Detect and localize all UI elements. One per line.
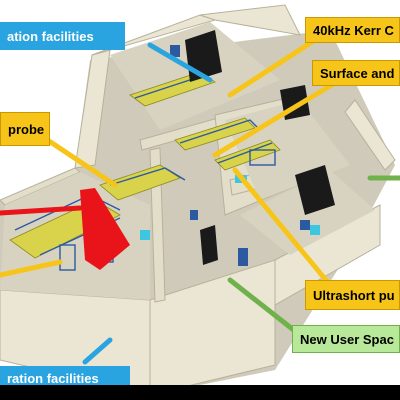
arrow-icon xyxy=(227,277,303,338)
red-curtain xyxy=(80,188,130,270)
callout-arrows xyxy=(0,37,400,365)
arrow-icon xyxy=(232,167,333,288)
arrow-icon xyxy=(37,132,118,188)
label-probe: probe xyxy=(0,112,50,146)
label-top-left-facilities: ation facilities xyxy=(0,22,125,50)
bottom-black-bar xyxy=(0,385,400,400)
arrow-icon xyxy=(147,42,213,83)
label-ultrashort: Ultrashort pu xyxy=(305,280,400,310)
label-surface: Surface and xyxy=(312,60,400,86)
arrow-icon xyxy=(227,37,318,98)
arrow-icon xyxy=(212,77,343,158)
label-kerr: 40kHz Kerr C xyxy=(305,17,400,43)
arrow-icon xyxy=(0,259,63,278)
arrow-icon xyxy=(82,337,113,365)
label-new-user-space: New User Spac xyxy=(292,325,400,353)
arrow-icon xyxy=(0,205,83,216)
